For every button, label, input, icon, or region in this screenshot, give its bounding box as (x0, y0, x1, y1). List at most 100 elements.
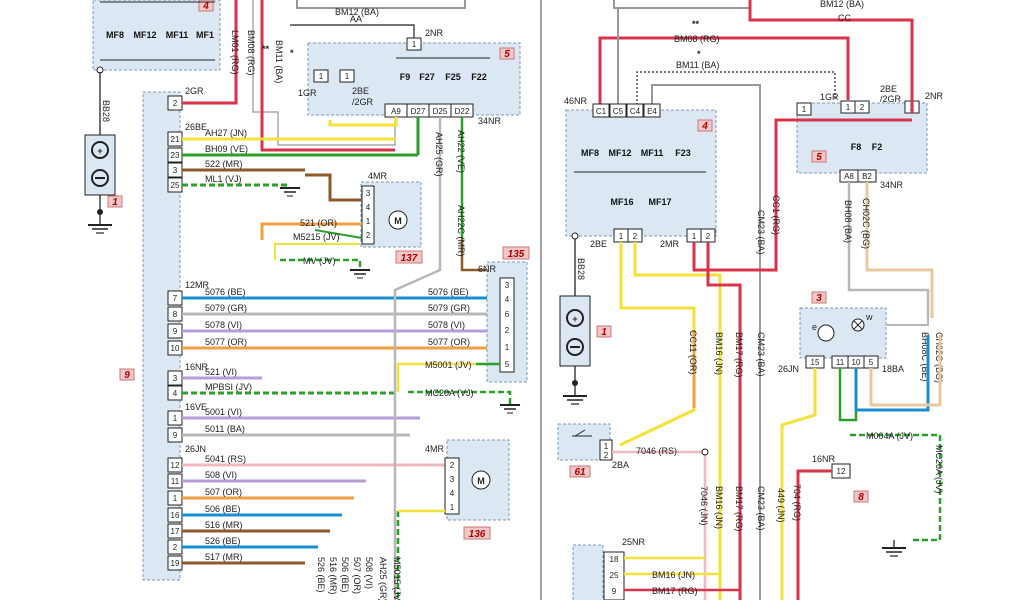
right-46nr: 46NR (564, 96, 588, 106)
group-26be: 26BE (185, 122, 207, 132)
wire-label: 516 (MR) (205, 520, 243, 530)
svg-text:18: 18 (610, 555, 619, 564)
tag-right-61: 61 (574, 467, 586, 478)
svg-text:3: 3 (366, 189, 371, 198)
svg-text:10: 10 (852, 358, 861, 367)
label-bm11-right: BM11 (BA) (676, 60, 719, 70)
label-bh08: BH08 (BA) (843, 200, 853, 243)
svg-text:2BE: 2BE (352, 86, 369, 96)
wire-label: 522 (MR) (205, 159, 243, 169)
wire-label: 5076 (BE) (428, 287, 469, 297)
wire-label: 521 (VI) (205, 367, 237, 377)
label-ah22: AH22 (VE) (456, 130, 466, 173)
group-16nr: 16NR (185, 362, 209, 372)
label-bm16: BM16 (JN) (714, 332, 724, 375)
svg-text:6: 6 (505, 310, 510, 319)
wire-label: 5077 (OR) (428, 337, 470, 347)
tag-right-4: 4 (701, 121, 708, 132)
wire-label: 5079 (GR) (205, 303, 247, 313)
svg-text:E4: E4 (647, 107, 657, 116)
svg-text:/2GR: /2GR (880, 94, 902, 104)
fuse-r-mf11: MF11 (641, 148, 664, 158)
left-fuse-box-4: 4 MF8 MF12 MF11 MF1 (92, 0, 221, 74)
label-mc20a-right: MC20A (JV) (934, 445, 944, 494)
left-battery: + 1 (84, 134, 123, 234)
wire-label: 5076 (BE) (205, 287, 246, 297)
vlabel-508: 508 (VI) (364, 557, 374, 589)
connector-pin-number: 7 (173, 294, 178, 303)
label-cc11: CC11 (OR) (688, 330, 698, 374)
connector-pin-number: 25 (171, 181, 180, 190)
svg-text:A8: A8 (844, 172, 854, 181)
connector-pin-number: 3 (173, 166, 178, 175)
fuse-r-f2: F2 (872, 142, 883, 152)
label-bb28-left: BB28 (101, 100, 111, 122)
label-cm23-b: CM23 (BA) (756, 332, 766, 377)
conn25nr-name: 25NR (622, 537, 646, 547)
battery-plus-icon: + (97, 146, 102, 156)
label-mc20a-left: MC20A (VJ) (425, 388, 474, 398)
connector-pin-number: 9 (173, 431, 178, 440)
fuse-f27: F27 (419, 72, 435, 82)
motor-136: 2 3 4 1 M 4MR 136 (425, 439, 510, 540)
label-bm08: BM08 (RG) (246, 30, 256, 76)
group-26jn: 26JN (185, 444, 206, 454)
tag-right-8: 8 (858, 492, 864, 503)
switch-61: 1 2 2BA 61 (557, 423, 629, 478)
wire-label: 526 (BE) (205, 536, 241, 546)
vlabel-526: 526 (BE) (316, 557, 326, 593)
svg-text:B2: B2 (862, 172, 872, 181)
label-mv: MV (JV) (303, 256, 336, 266)
label-m5215: M5215 (JV) (293, 232, 340, 242)
svg-text:2: 2 (633, 232, 638, 241)
label-cc1: CC1 (RG) (771, 195, 781, 235)
wire-label: BH09 (VE) (205, 144, 248, 154)
svg-text:4: 4 (366, 203, 371, 212)
label-704: 704 (RG) (792, 484, 802, 521)
svg-text:1: 1 (450, 503, 455, 512)
svg-text:1: 1 (692, 232, 697, 241)
connector-pin-number: 1 (173, 414, 178, 423)
connector-135: 135 6NR 3 4 6 2 1 5 (478, 246, 530, 383)
fuse-mf8: MF8 (106, 30, 124, 40)
svg-text:1: 1 (604, 442, 609, 451)
label-m5001: M5001 (JV) (425, 360, 472, 370)
motor-137-conn: 4MR (368, 171, 388, 181)
right-fuse-box-5: 5 1 1 2 2 1GR 2BE /2GR 2NR F8 F2 A8 B2 3… (796, 84, 944, 190)
connector-pin-number: 11 (171, 477, 180, 486)
connector-pin-number: 4 (173, 389, 178, 398)
label-1gr-right: 1GR (820, 92, 839, 102)
connector-25nr: 18 25 9 25NR (572, 537, 646, 600)
fuse-r-f23: F23 (675, 148, 691, 158)
svg-text:/2GR: /2GR (352, 97, 374, 107)
connector-8: 12 16NR 8 (812, 454, 869, 503)
connector-pin-number: 12 (171, 461, 180, 470)
tag-left-4: 4 (202, 1, 209, 12)
group-16ve: 16VE (185, 402, 207, 412)
left-fuse-box-5: 5 1 F9 F27 F25 F22 A9 D27 D25 D22 34NR 1… (298, 37, 521, 126)
label-bm11: BM11 (BA) (274, 40, 284, 83)
svg-text:C5: C5 (613, 107, 624, 116)
wire-label: 508 (VI) (205, 470, 237, 480)
relay3-18ba: 18BA (882, 364, 904, 374)
group-12mr: 12MR (185, 280, 210, 290)
label-bb28-right: BB28 (576, 258, 586, 280)
label-cm23-c: CM23 (BA) (756, 486, 766, 531)
svg-text:4: 4 (505, 295, 510, 304)
relay3-26jn: 26JN (778, 364, 799, 374)
label-bm17-b: BM17 (RG) (734, 486, 744, 532)
pin-d22: D22 (455, 107, 470, 116)
svg-text:5: 5 (505, 360, 510, 369)
svg-text:2: 2 (706, 232, 711, 241)
fuse-r-f8: F8 (851, 142, 862, 152)
svg-text:e: e (812, 322, 817, 332)
label-7046-rs: 7046 (RS) (636, 446, 677, 456)
wire-label: 507 (OR) (205, 487, 242, 497)
svg-text:9: 9 (612, 587, 617, 596)
svg-text:2BE: 2BE (880, 84, 897, 94)
switch61-conn: 2BA (612, 460, 629, 470)
fuse-mf12: MF12 (133, 30, 156, 40)
connector-pin-number: 2 (173, 543, 178, 552)
tag-left-136: 136 (469, 529, 486, 540)
